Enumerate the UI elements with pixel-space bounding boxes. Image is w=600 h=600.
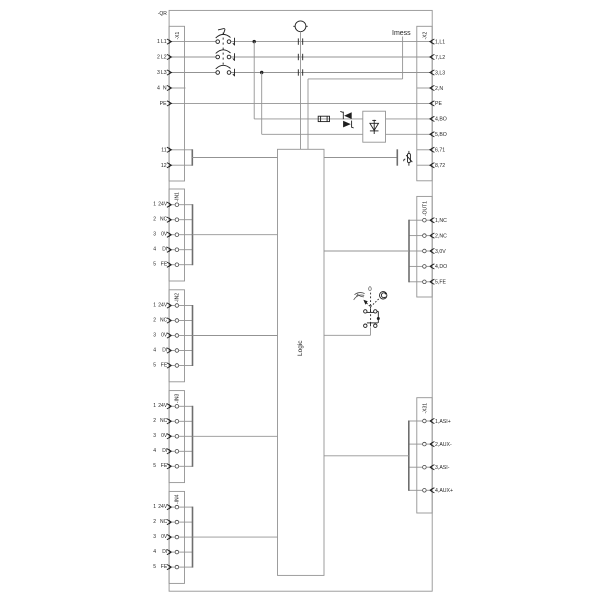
svg-text:4: 4: [153, 347, 156, 353]
svg-text:NC: NC: [160, 418, 168, 424]
svg-text:3: 3: [153, 534, 156, 540]
svg-text:1: 1: [157, 39, 160, 45]
svg-text:-IN4: -IN4: [175, 494, 181, 504]
svg-text:3,ASI-: 3,ASI-: [435, 465, 450, 471]
svg-text:0V: 0V: [161, 232, 168, 238]
svg-text:PE: PE: [435, 101, 442, 107]
svg-text:1: 1: [153, 302, 156, 308]
svg-text:DI: DI: [162, 549, 167, 555]
svg-text:5: 5: [153, 262, 156, 268]
svg-text:-X31: -X31: [423, 403, 429, 414]
svg-text:2: 2: [153, 217, 156, 223]
svg-text:24V: 24V: [158, 403, 168, 409]
svg-text:4: 4: [153, 448, 156, 454]
svg-text:-QR: -QR: [158, 11, 168, 17]
svg-text:6,71: 6,71: [435, 148, 445, 154]
svg-text:FE: FE: [161, 564, 168, 570]
svg-text:1,ASI+: 1,ASI+: [435, 419, 451, 425]
svg-text:5: 5: [153, 362, 156, 368]
svg-text:3,0V: 3,0V: [435, 249, 446, 255]
svg-text:3: 3: [153, 332, 156, 338]
svg-text:3,L3: 3,L3: [435, 70, 445, 76]
svg-text:DI: DI: [162, 247, 167, 253]
svg-text:NC: NC: [160, 519, 168, 525]
svg-text:3: 3: [153, 232, 156, 238]
svg-text:2,AUX-: 2,AUX-: [435, 442, 452, 448]
svg-text:4,AUX+: 4,AUX+: [435, 488, 453, 494]
svg-text:DI: DI: [162, 347, 167, 353]
svg-text:0: 0: [368, 286, 372, 293]
svg-text:DI: DI: [162, 448, 167, 454]
svg-text:11: 11: [161, 147, 166, 153]
svg-text:-IN2: -IN2: [175, 293, 181, 303]
svg-text:1,L1: 1,L1: [435, 39, 445, 45]
svg-text:Imess: Imess: [392, 30, 411, 37]
svg-text:NC: NC: [160, 317, 168, 323]
svg-text:0V: 0V: [161, 534, 168, 540]
svg-text:FE: FE: [161, 262, 168, 268]
svg-text:1: 1: [153, 504, 156, 510]
svg-text:-X1: -X1: [175, 32, 181, 40]
svg-text:FE: FE: [161, 463, 168, 469]
svg-text:PE: PE: [160, 101, 167, 107]
svg-text:12: 12: [161, 163, 167, 169]
svg-text:5: 5: [153, 463, 156, 469]
svg-text:-IN1: -IN1: [175, 192, 181, 202]
svg-text:2,NC: 2,NC: [435, 233, 447, 239]
svg-text:5,FE: 5,FE: [435, 280, 446, 286]
svg-text:2,N: 2,N: [435, 86, 443, 92]
svg-text:N: N: [163, 86, 167, 92]
svg-text:4: 4: [153, 247, 156, 253]
svg-text:1: 1: [153, 202, 156, 208]
svg-text:4: 4: [157, 86, 160, 92]
svg-text:NC: NC: [160, 217, 168, 223]
svg-text:4: 4: [153, 549, 156, 555]
svg-text:5: 5: [153, 564, 156, 570]
svg-text:FE: FE: [161, 362, 168, 368]
svg-text:0V: 0V: [161, 433, 168, 439]
svg-text:1: 1: [153, 403, 156, 409]
svg-text:L1: L1: [161, 39, 167, 45]
svg-text:2: 2: [153, 519, 156, 525]
svg-text:5,BO: 5,BO: [435, 132, 447, 138]
svg-text:3: 3: [157, 70, 160, 76]
svg-text:2: 2: [157, 55, 160, 61]
svg-text:-IN3: -IN3: [175, 394, 181, 404]
svg-text:1,NC: 1,NC: [435, 218, 447, 224]
svg-text:Logic: Logic: [297, 340, 304, 356]
svg-text:8,72: 8,72: [435, 163, 445, 169]
svg-text:3: 3: [153, 433, 156, 439]
svg-text:24V: 24V: [158, 202, 168, 208]
svg-text:4,DO: 4,DO: [435, 264, 447, 270]
svg-text:2: 2: [153, 418, 156, 424]
svg-text:2: 2: [153, 317, 156, 323]
svg-text:0V: 0V: [161, 332, 168, 338]
svg-text:L3: L3: [161, 70, 167, 76]
svg-text:-OUT1: -OUT1: [422, 201, 428, 216]
svg-text:7,L2: 7,L2: [435, 55, 445, 61]
svg-text:-X2: -X2: [422, 32, 428, 40]
svg-text:L2: L2: [161, 55, 167, 61]
svg-text:24V: 24V: [158, 504, 168, 510]
svg-text:24V: 24V: [158, 302, 168, 308]
svg-text:4,BO: 4,BO: [435, 117, 447, 123]
